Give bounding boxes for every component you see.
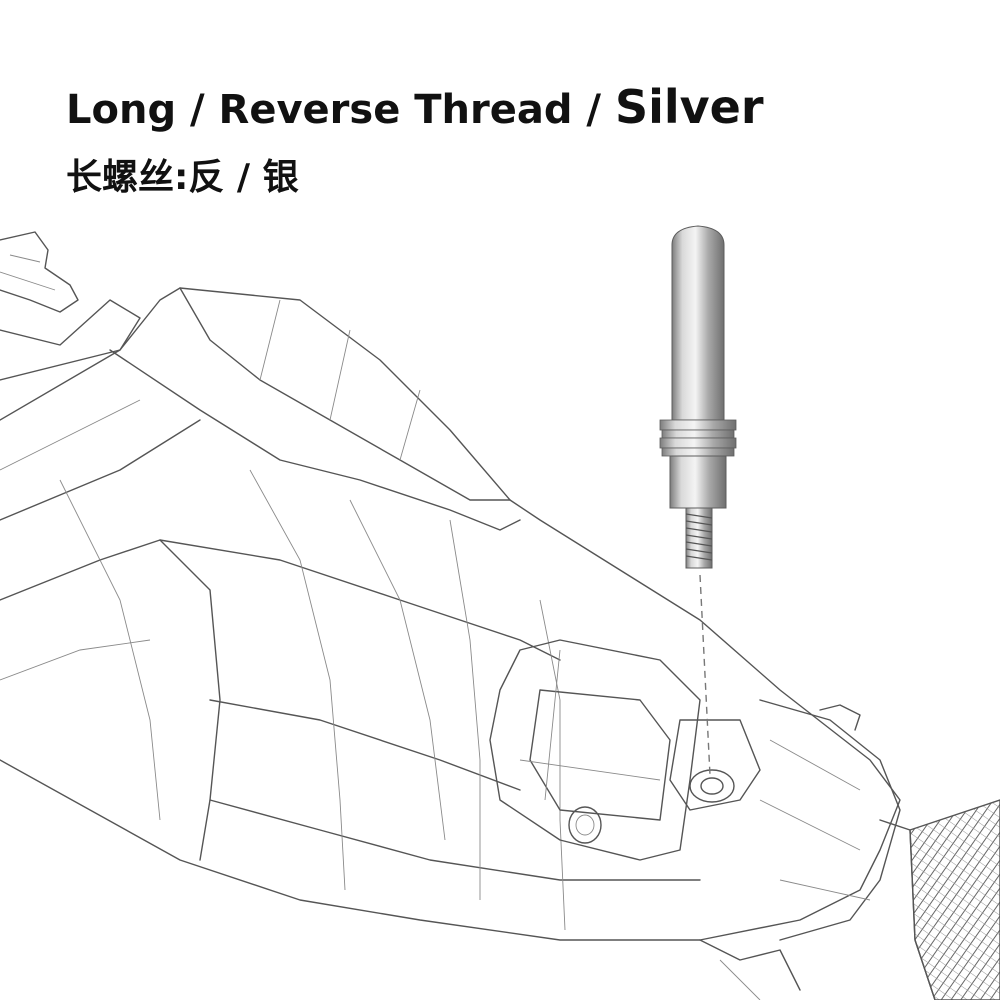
title-variant-text: Long / Reverse Thread / bbox=[66, 87, 615, 133]
product-title-english: Long / Reverse Thread / Silver bbox=[66, 80, 764, 135]
housing-wireframe bbox=[0, 287, 901, 941]
silver-screw-part bbox=[659, 225, 737, 569]
product-title-chinese: 长螺丝:反 / 银 bbox=[66, 157, 299, 198]
left-bracket-wireframe bbox=[0, 231, 141, 381]
title-color-text: Silver bbox=[614, 80, 764, 134]
mounting-hole bbox=[669, 719, 761, 811]
knurled-grip bbox=[879, 799, 1000, 1000]
switch-block-wireframe bbox=[489, 639, 701, 861]
clamp-wireframe bbox=[699, 699, 901, 1000]
install-guide-line bbox=[699, 574, 711, 776]
